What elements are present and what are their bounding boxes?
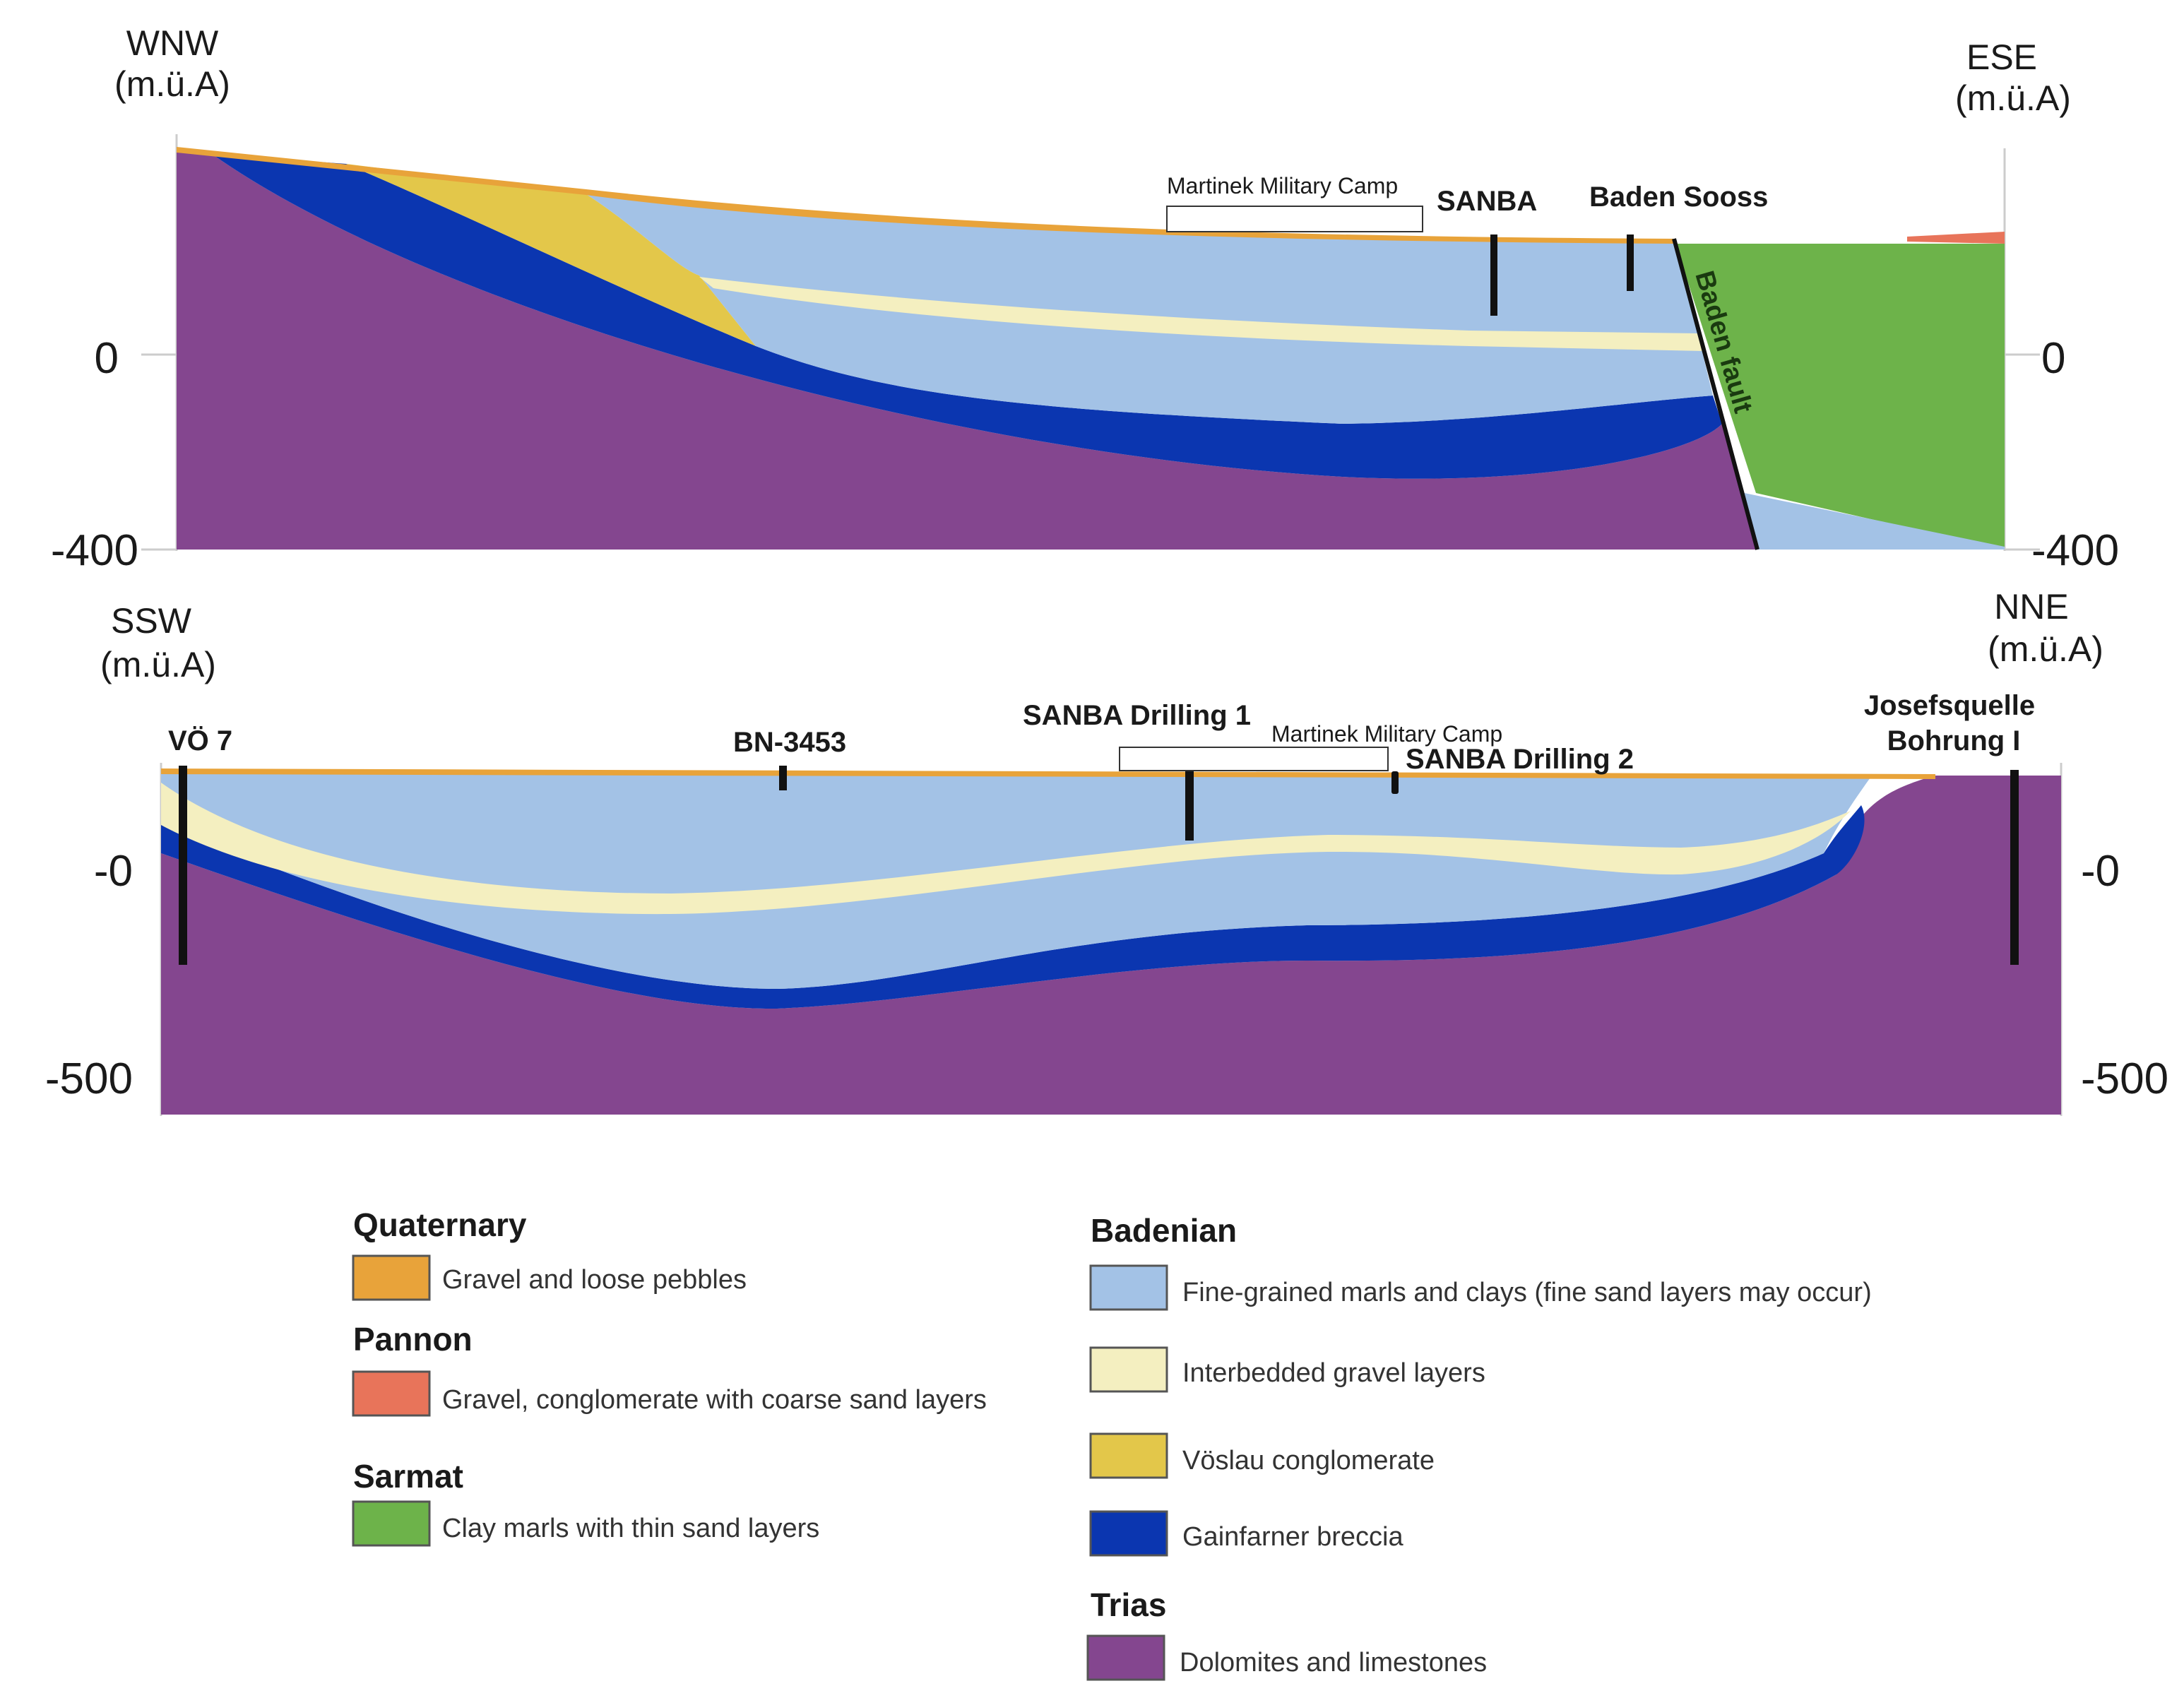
legend-group-title-sarmat: Sarmat <box>353 1458 463 1495</box>
section2-well-sanba-drilling-2 <box>1391 771 1399 794</box>
section1-sarmat-layer <box>1675 244 2005 550</box>
section2-right-unit: (m.ü.A) <box>1988 629 2103 669</box>
section1-baden-fault-line <box>1672 238 1759 550</box>
section2-trias-layer <box>161 776 2061 1115</box>
section1-right-tick-label-400: -400 <box>2031 526 2119 575</box>
legend-group-title-trias: Trias <box>1091 1586 1166 1623</box>
section1-interbedded-gravel-layer <box>699 277 1704 351</box>
section1-right-unit: (m.ü.A) <box>1955 78 2071 118</box>
legend-swatch-interbedded-gravel <box>1089 1346 1168 1393</box>
section1-badenian-marl-east-wedge <box>1738 492 2005 550</box>
section1-well-baden-sooss <box>1627 234 1634 291</box>
legend-swatch-voeslau <box>1089 1432 1168 1479</box>
legend-swatch-sarmat <box>352 1500 431 1547</box>
section2-well-label-josefsquelle: Josefsquelle <box>1864 690 2035 721</box>
legend-label-voeslau: Vöslau conglomerate <box>1182 1446 1435 1476</box>
section1-trias-layer <box>177 150 1756 550</box>
section2-well-label-voe7: VÖ 7 <box>168 725 232 756</box>
section2-interbedded-gravel-layer <box>161 783 1851 915</box>
section1-well-label-sanba: SANBA <box>1437 186 1537 217</box>
section2-well-label-sanba-drilling-2: SANBA Drilling 2 <box>1406 744 1634 775</box>
legend-label-gainfarner: Gainfarner breccia <box>1182 1522 1403 1552</box>
legend: Quaternary Gravel and loose pebbles Pann… <box>352 1206 1872 1681</box>
section2-well-sanba-drilling-1 <box>1185 771 1194 841</box>
section-1: Baden fault Martinek Military Camp SANBA… <box>51 23 2119 575</box>
section1-quaternary-surface <box>177 147 1675 244</box>
legend-swatch-gainfarner <box>1089 1510 1168 1557</box>
legend-label-gravel-pebbles: Gravel and loose pebbles <box>442 1265 747 1295</box>
section2-well-label-sanba-drilling-1: SANBA Drilling 1 <box>1023 700 1251 731</box>
section2-left-tick-label-0: -0 <box>94 847 133 896</box>
section1-camp-box <box>1166 206 1423 232</box>
legend-group-title-quaternary: Quaternary <box>353 1206 527 1243</box>
section1-right-orientation: ESE <box>1966 37 2037 77</box>
legend-label-dolomites: Dolomites and limestones <box>1180 1648 1487 1678</box>
section1-well-sanba <box>1490 234 1497 316</box>
section1-camp-label: Martinek Military Camp <box>1167 173 1398 198</box>
section1-right-tick-label-0: 0 <box>2041 334 2065 383</box>
section1-badenian-marl <box>586 194 1713 424</box>
legend-label-interbedded-gravel: Interbedded gravel layers <box>1182 1358 1485 1388</box>
legend-group-title-pannon: Pannon <box>353 1321 473 1358</box>
section2-well-label-bohrung: Bohrung I <box>1887 725 2021 756</box>
section1-gainfarner-breccia <box>212 154 1722 479</box>
section1-left-unit: (m.ü.A) <box>114 64 230 104</box>
section2-left-unit: (m.ü.A) <box>100 645 216 684</box>
section2-right-tick-label-0: -0 <box>2081 847 2120 896</box>
section2-left-tick-label-500: -500 <box>45 1055 133 1103</box>
section2-camp-label: Martinek Military Camp <box>1271 721 1502 747</box>
legend-group-title-badenian: Badenian <box>1091 1212 1237 1249</box>
legend-swatch-badenian-marl <box>1089 1264 1168 1311</box>
section1-voeslau-conglomerate <box>346 164 756 346</box>
section2-well-label-bn3453: BN-3453 <box>733 727 846 758</box>
legend-swatch-pannon <box>352 1370 431 1417</box>
legend-swatch-trias <box>1086 1634 1165 1681</box>
section2-camp-box <box>1119 747 1389 771</box>
legend-label-gravel-conglomerate: Gravel, conglomerate with coarse sand la… <box>442 1385 987 1415</box>
section2-right-orientation: NNE <box>1994 587 2069 627</box>
section1-left-tick-label-400: -400 <box>51 526 138 575</box>
legend-swatch-quaternary <box>352 1254 431 1301</box>
section-2: Martinek Military Camp VÖ 7 BN-3453 SANB… <box>45 587 2168 1116</box>
section2-well-voe7 <box>179 766 187 965</box>
section2-well-josefsquelle <box>2010 770 2019 965</box>
section1-left-tick-label-0: 0 <box>95 334 119 383</box>
section2-gainfarner-breccia <box>161 805 1865 1009</box>
legend-label-fine-grained-marls: Fine-grained marls and clays (fine sand … <box>1182 1278 1872 1307</box>
section1-left-orientation: WNW <box>126 23 219 63</box>
legend-label-clay-marls: Clay marls with thin sand layers <box>442 1514 819 1543</box>
section1-pannon-surface <box>1907 232 2005 244</box>
section2-well-bn3453 <box>779 766 787 790</box>
section2-left-orientation: SSW <box>111 601 192 641</box>
section1-well-label-baden-sooss: Baden Sooss <box>1589 182 1768 213</box>
section2-right-tick-label-500: -500 <box>2081 1055 2168 1103</box>
section2-quaternary-surface <box>161 768 1935 779</box>
